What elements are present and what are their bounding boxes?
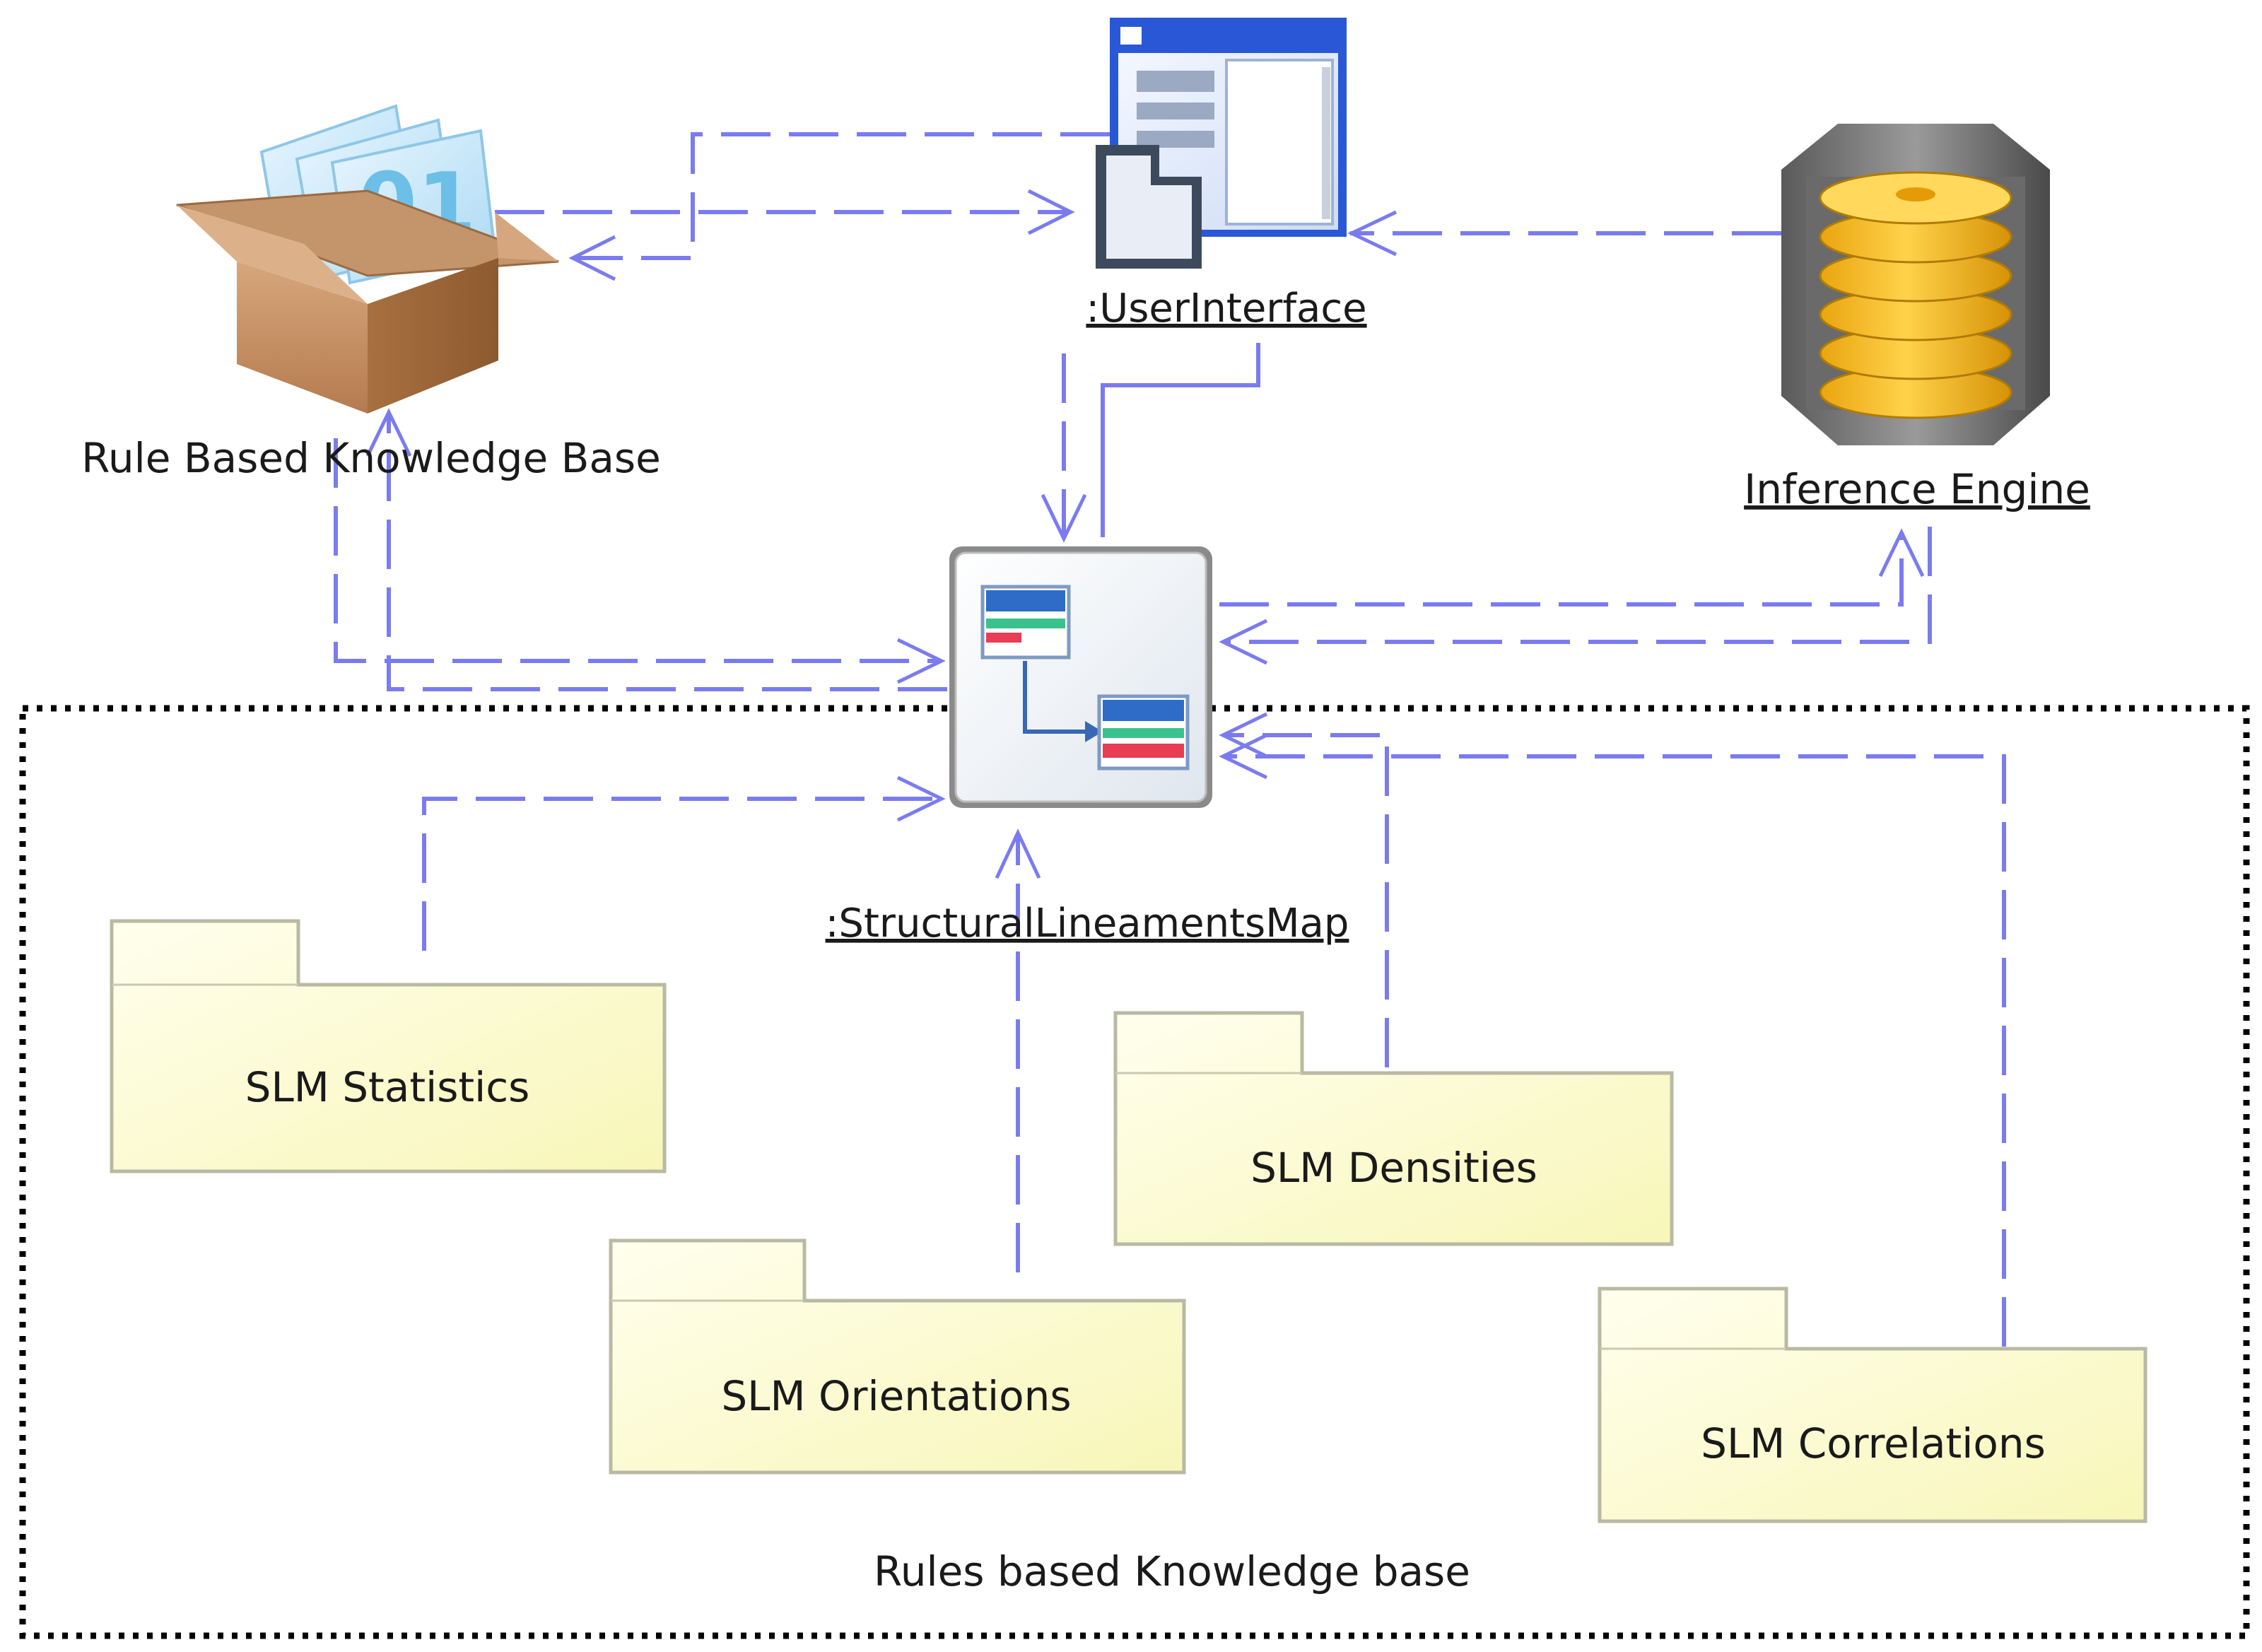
database-disks xyxy=(1819,171,2012,419)
package-label: SLM Densities xyxy=(1250,1144,1537,1192)
arrowhead-engine-from-map xyxy=(1878,528,1925,578)
inference-engine-node: Inference Engine xyxy=(1744,124,2090,513)
knowledge-base-boundary xyxy=(19,705,2250,1639)
package-folder-shape xyxy=(110,919,667,1173)
package-slm-correlations: SLM Correlations xyxy=(1598,1287,2147,1523)
window-form-icon xyxy=(1096,18,1347,269)
inference-engine-label: Inference Engine xyxy=(1744,465,2090,513)
arrowhead-ui-from-kb xyxy=(1027,189,1075,235)
arrowhead-map-from-densities xyxy=(1219,712,1268,758)
arrowhead-ui-from-engine xyxy=(1347,210,1397,257)
package-label: SLM Orientations xyxy=(721,1372,1071,1420)
slm-map-node: :StructuralLineamentsMap xyxy=(826,546,1349,947)
arrowhead-map-from-kb xyxy=(896,638,946,684)
connector-densities-to-map xyxy=(1223,733,1389,1067)
boundary-label: Rules based Knowledge base xyxy=(874,1547,1470,1595)
user-interface-node: :UserInterface xyxy=(1086,18,1367,332)
arrowhead-map-from-orientations xyxy=(995,828,1041,879)
connector-correlations-to-map xyxy=(1223,754,2006,1347)
connector-statistics-to-map xyxy=(422,797,940,951)
package-folder-shape xyxy=(1113,1011,1674,1246)
connector-map-to-engine xyxy=(1219,534,1904,607)
database-cylinder-icon xyxy=(1781,124,2050,445)
connector-engine-to-map xyxy=(1223,527,1932,644)
package-folder-shape xyxy=(609,1238,1186,1475)
package-slm-densities: SLM Densities xyxy=(1113,1011,1674,1246)
connector-kb-to-map xyxy=(334,438,940,663)
knowledge-base-node: 01 Rule Based Knowledge Base xyxy=(81,104,661,482)
slm-map-label: :StructuralLineamentsMap xyxy=(826,901,1349,947)
link-ui-map-solid xyxy=(1101,343,1260,537)
connector-ui-to-kb xyxy=(573,132,1110,260)
package-box-icon: 01 xyxy=(176,104,559,414)
package-label: SLM Correlations xyxy=(1701,1419,2046,1468)
data-flow-component-icon xyxy=(949,546,1212,808)
arrowhead-map-from-correlations xyxy=(1219,733,1268,780)
package-label: SLM Statistics xyxy=(245,1063,530,1111)
arrowhead-kb-from-ui xyxy=(568,235,616,281)
connector-map-to-kb xyxy=(387,414,947,691)
arrowhead-map-from-ui xyxy=(1041,493,1087,543)
arrowhead-kb-from-map xyxy=(365,408,412,457)
package-slm-statistics: SLM Statistics xyxy=(110,919,667,1173)
knowledge-base-label: Rule Based Knowledge Base xyxy=(81,434,661,482)
arrowhead-map-from-engine xyxy=(1219,619,1268,665)
connectors xyxy=(334,132,2006,1347)
package-slm-orientations: SLM Orientations xyxy=(609,1238,1186,1475)
package-folder-shape xyxy=(1598,1287,2147,1523)
arrowhead-map-from-statistics xyxy=(896,775,946,822)
user-interface-label: :UserInterface xyxy=(1086,286,1366,332)
